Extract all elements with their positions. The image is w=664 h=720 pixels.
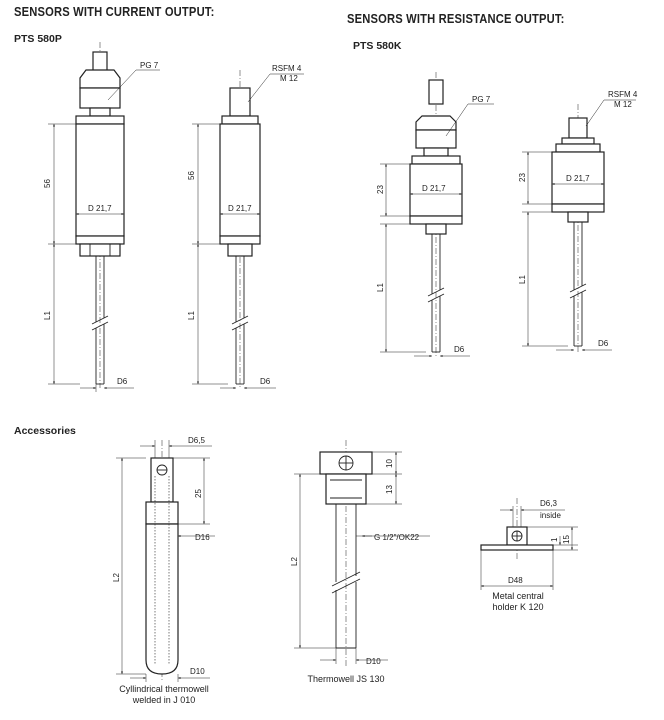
caption-js-line1: Thermowell JS 130: [307, 674, 385, 684]
caption-holder-line1: Metal central: [492, 591, 544, 601]
heading-accessories: Accessories: [14, 425, 76, 437]
sensor-pts580k-rsfm4: [522, 99, 636, 352]
label-d6-s4: D6: [598, 339, 609, 348]
sensor-pts580p-pg7: [48, 42, 160, 392]
sensor-pts580p-rsfm4: [192, 70, 304, 389]
dimension-labels: PG 7 D 21,7 56 L1 D6 RSFM 4 M 12 D 21,7 …: [43, 61, 638, 676]
label-d21-s3: D 21,7: [422, 184, 446, 193]
label-23-s3: 23: [376, 185, 385, 194]
caption-cyl-line1: Cyllindrical thermowell: [119, 684, 209, 694]
label-d65: D6,5: [188, 436, 205, 445]
accessory-cylindrical-thermowell: [116, 440, 215, 682]
label-l1-s4: L1: [518, 275, 527, 284]
label-d16: D16: [195, 533, 210, 542]
label-d48: D48: [508, 576, 523, 585]
label-pts580p: PTS 580P: [14, 33, 62, 45]
label-rsfm4-s4: RSFM 4: [608, 90, 638, 99]
label-m12-s2: M 12: [280, 74, 298, 83]
label-l2-a2: L2: [290, 557, 299, 566]
label-25: 25: [194, 489, 203, 498]
label-d6-s2: D6: [260, 377, 271, 386]
caption-holder-line2: holder K 120: [492, 602, 544, 612]
label-10: 10: [385, 459, 394, 468]
label-d21-s4: D 21,7: [566, 174, 590, 183]
label-d21-s2: D 21,7: [228, 204, 252, 213]
label-d10-a1: D10: [190, 667, 205, 676]
heading-current-output: SENSORS WITH CURRENT OUTPUT:: [14, 4, 215, 19]
label-23-s4: 23: [518, 173, 527, 182]
caption-metal-holder: Metal central holder K 120: [478, 591, 558, 613]
label-pts580k: PTS 580K: [353, 40, 402, 52]
label-pg7-s1: PG 7: [140, 61, 159, 70]
label-d63: D6,3: [540, 499, 557, 508]
label-l1-s3: L1: [376, 283, 385, 292]
accessory-thermowell-js130: [294, 440, 430, 666]
caption-cyl-line2: welded in J 010: [132, 695, 196, 705]
label-d6-s3: D6: [454, 345, 465, 354]
label-pg7-s3: PG 7: [472, 95, 491, 104]
label-d21-s1: D 21,7: [88, 204, 112, 213]
label-l2-a1: L2: [112, 573, 121, 582]
heading-resistance-output: SENSORS WITH RESISTANCE OUTPUT:: [347, 11, 565, 26]
label-56-s2: 56: [187, 171, 196, 180]
label-d10-a2: D10: [366, 657, 381, 666]
caption-thermowell-js130: Thermowell JS 130: [296, 674, 396, 685]
label-rsfm4-s2: RSFM 4: [272, 64, 302, 73]
sensor-pts580k-pg7: [380, 72, 494, 357]
caption-cylindrical-thermowell: Cyllindrical thermowell welded in J 010: [104, 684, 224, 706]
label-inside: inside: [540, 511, 561, 520]
label-l1-s1: L1: [43, 311, 52, 320]
label-13: 13: [385, 485, 394, 494]
label-g-thread: G 1/2"/OK22: [374, 533, 420, 542]
label-1: 1: [550, 537, 559, 542]
label-56-s1: 56: [43, 179, 52, 188]
label-d6-s1: D6: [117, 377, 128, 386]
label-l1-s2: L1: [187, 311, 196, 320]
label-m12-s4: M 12: [614, 100, 632, 109]
accessory-metal-central-holder: [480, 498, 578, 590]
label-15: 15: [562, 535, 571, 544]
